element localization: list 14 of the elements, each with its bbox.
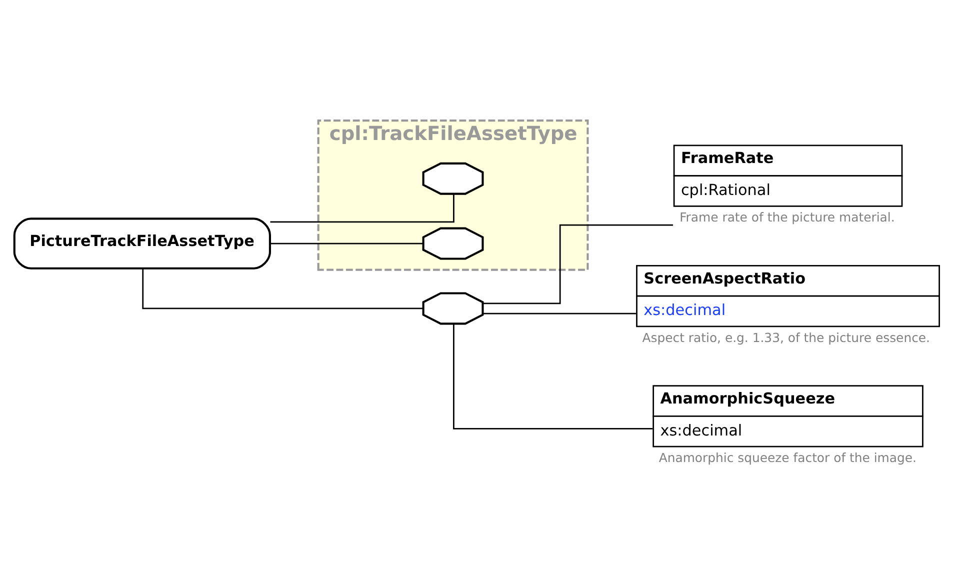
- connector: [483, 312, 636, 314]
- node-octagon: [422, 292, 484, 325]
- node-box: PictureTrackFileAssetType: [13, 218, 271, 270]
- connector: [453, 324, 653, 430]
- connector: [270, 242, 424, 244]
- node-label: Frame rate of the picture material.: [680, 210, 895, 225]
- connector: [482, 224, 674, 304]
- connector: [270, 194, 454, 223]
- node-label: Aspect ratio, e.g. 1.33, of the picture essence.: [642, 330, 930, 345]
- node-label: Anamorphic squeeze factor of the image.: [658, 450, 916, 466]
- node-octagon: [422, 162, 484, 195]
- connector: [142, 268, 424, 310]
- node-octagon: [422, 227, 484, 260]
- cluster: cpl:TrackFileAssetType: [317, 120, 589, 271]
